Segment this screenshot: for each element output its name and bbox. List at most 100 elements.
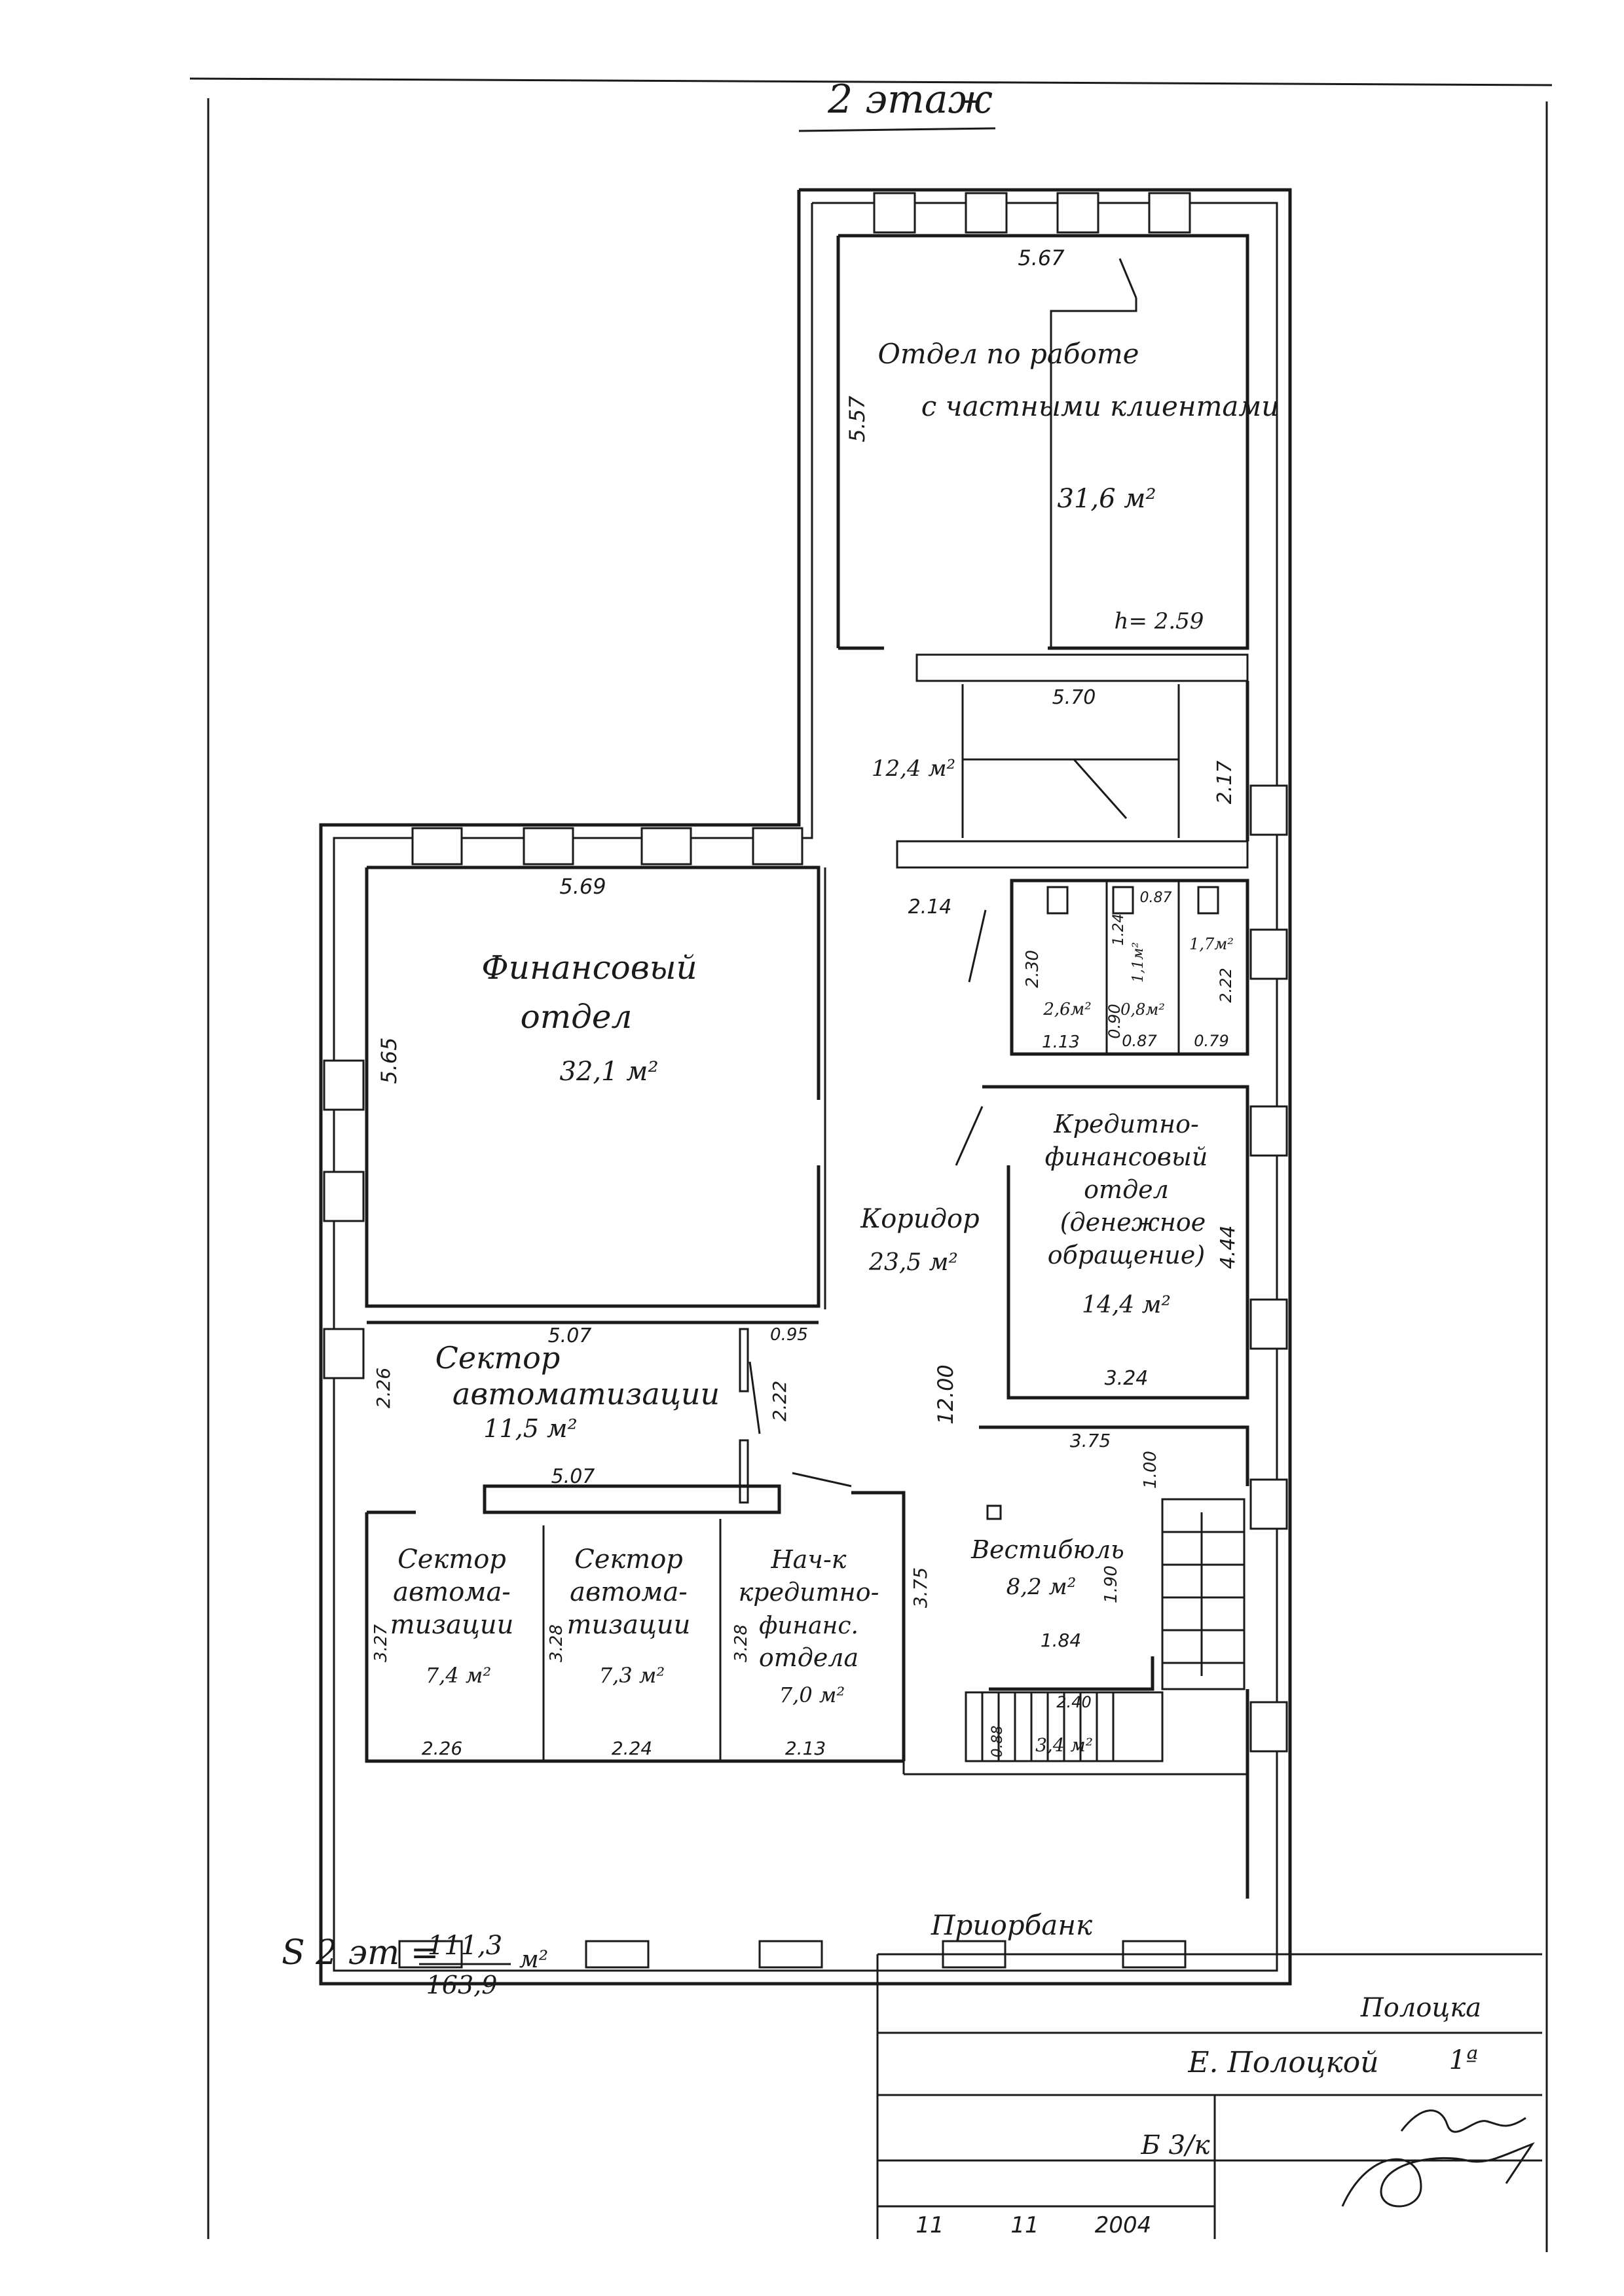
room-automation-b: Сектор автома- тизации 7,3 м² 3.28 2.24 — [547, 1544, 690, 1759]
room-automation-big: Сектор автоматизации 11,5 м² 5.07 5.07 2… — [373, 1324, 808, 1488]
dim-left: 3.75 — [910, 1567, 931, 1608]
dim-side: 1.90 — [1101, 1565, 1121, 1603]
room-name-line1: Финансовый — [481, 949, 697, 987]
room-name-line2: кредитно- — [739, 1578, 879, 1607]
room-name-line1: Отдел по работе — [877, 338, 1139, 370]
room-vestibule: Вестибюль 8,2 м² 3.75 1.90 1.00 1.84 3.7… — [910, 1430, 1160, 1651]
dim-top: 5.70 — [1052, 686, 1096, 709]
dim-top: 5.67 — [1018, 246, 1065, 270]
wc-dim-1: 2.30 — [1023, 950, 1043, 988]
dim-side: 0.88 — [989, 1726, 1006, 1758]
wc-dim-3: 0.90 — [1105, 1004, 1124, 1038]
windows — [323, 192, 1288, 1969]
room-wc-block: 2,6м² 0,8м² 1,1м² 1,7м² 2.30 1.13 0.90 0… — [1023, 890, 1235, 1052]
organization: Приорбанк — [931, 1909, 1093, 1941]
room-stair-hall: 12,4 м² 5.70 2.17 — [872, 686, 1236, 804]
signature-1 — [1400, 2109, 1526, 2133]
wc-dim-5: 1.24 — [1111, 914, 1127, 946]
room-name-line1: Сектор — [574, 1544, 683, 1575]
dim-top: 3.75 — [1070, 1430, 1111, 1451]
dim-side: 12.00 — [933, 1364, 958, 1425]
title-block: Приорбанк Полоцка Е. Полоцкой 1ª Б 3/к 1… — [876, 1909, 1542, 2239]
dim-bottom: 5.07 — [551, 1465, 595, 1488]
dim-side: 3.28 — [731, 1624, 751, 1662]
wc-dim-2: 1.13 — [1042, 1032, 1080, 1052]
date-month: 11 — [1010, 2212, 1039, 2238]
wc-area-1: 2,6м² — [1043, 1000, 1091, 1019]
dim-side-2: 1.00 — [1141, 1451, 1160, 1489]
dim-side: 3.27 — [371, 1624, 391, 1662]
wc-area-2: 0,8м² — [1120, 1000, 1165, 1019]
room-name-line2: автоматизации — [452, 1376, 720, 1412]
room-name-line1: Кредитно- — [1053, 1110, 1199, 1139]
room-name-line2: автома- — [393, 1577, 511, 1607]
room-name-line1: Нач-к — [771, 1545, 847, 1574]
area-denominator: 163,9 — [426, 1971, 498, 1999]
room-name-line1: Сектор — [397, 1544, 506, 1575]
room-area: 8,2 м² — [1006, 1574, 1077, 1600]
sheet-number: Б 3/к — [1141, 2130, 1210, 2160]
room-name-line3: тизации — [567, 1610, 691, 1640]
room-finance: Финансовый отдел 32,1 м² 5.69 5.65 2.14 — [377, 874, 951, 1087]
room-name-line2: с частными клиентами — [921, 390, 1280, 422]
dim-side: 5.57 — [845, 395, 870, 443]
room-area: 11,5 м² — [483, 1414, 577, 1443]
dim-bottom: 2.13 — [785, 1738, 826, 1759]
room-area: 7,0 м² — [779, 1683, 845, 1707]
wc-dim-7: 2.22 — [1217, 968, 1235, 1002]
room-area: 3,4 м² — [1035, 1734, 1093, 1756]
house: 1ª — [1449, 2045, 1478, 2075]
area-numerator: 111,3 — [428, 1931, 503, 1961]
room-name-line3: тизации — [390, 1610, 514, 1640]
room-name-line5: обращение) — [1048, 1241, 1205, 1269]
room-area: 31,6 м² — [1058, 484, 1156, 514]
wc-area-3: 1,1м² — [1130, 942, 1147, 983]
room-name-line2: отдел — [521, 998, 633, 1036]
dim-bottom: 1.84 — [1041, 1630, 1081, 1651]
room-credit-head: Нач-к кредитно- финанс. отдела 7,0 м² 3.… — [731, 1545, 879, 1759]
dim-bottom: 2.24 — [612, 1738, 652, 1759]
sheet-frame — [189, 77, 1553, 2252]
room-name-line3: отдел — [1084, 1175, 1169, 1204]
date-year: 2004 — [1095, 2212, 1152, 2238]
room-name-line1: Коридор — [860, 1204, 979, 1234]
room-credit-finance: Кредитно- финансовый отдел (денежное обр… — [1045, 1110, 1240, 1390]
dim-bottom: 2.26 — [422, 1738, 462, 1759]
area-unit: м² — [519, 1946, 548, 1973]
room-name-line3: финанс. — [759, 1613, 858, 1639]
date-day: 11 — [915, 2212, 944, 2238]
room-area: 7,3 м² — [599, 1663, 665, 1688]
building-walls — [319, 188, 1292, 1986]
room-area: 32,1 м² — [560, 1057, 659, 1087]
wc-dim-8: 0.87 — [1140, 890, 1172, 906]
room-corridor: Коридор 23,5 м² 12.00 — [860, 1204, 979, 1425]
dim-door-2: 2.22 — [769, 1381, 790, 1421]
dim-top: 2.40 — [1056, 1693, 1091, 1711]
wc-dim-4: 0.87 — [1122, 1032, 1157, 1050]
dim-side: 4.44 — [1217, 1226, 1240, 1269]
room-name-line2: финансовый — [1045, 1142, 1208, 1171]
room-name-line4: (денежное — [1060, 1208, 1206, 1237]
area-summary: S 2 эт = 111,3 163,9 м² — [282, 1931, 548, 1999]
floor-title-underline — [798, 127, 996, 132]
dim-bottom: 3.24 — [1105, 1367, 1149, 1390]
room-name-line1: Сектор — [435, 1340, 561, 1376]
dim-side: 5.65 — [377, 1037, 401, 1084]
floor-title: 2 этаж — [827, 77, 993, 122]
room-area: 7,4 м² — [426, 1663, 491, 1688]
room-area: 23,5 м² — [868, 1249, 958, 1276]
dim-side: 2.17 — [1213, 761, 1236, 805]
dim-side: 2.26 — [373, 1368, 394, 1408]
room-area: 14,4 м² — [1082, 1292, 1171, 1319]
dim-top: 5.07 — [548, 1324, 592, 1347]
dim-side: 3.28 — [547, 1624, 566, 1662]
signature-2 — [1341, 2141, 1535, 2208]
dim-door: 2.14 — [908, 896, 952, 919]
room-name-line2: автома- — [570, 1577, 688, 1607]
room-area: 12,4 м² — [872, 756, 955, 782]
street: Е. Полоцкой — [1187, 2046, 1378, 2079]
dim-top: 5.69 — [559, 874, 606, 899]
room-automation-a: Сектор автома- тизации 7,4 м² 3.27 2.26 — [371, 1544, 513, 1759]
room-private-clients: Отдел по работе с частными клиентами 31,… — [845, 246, 1279, 634]
